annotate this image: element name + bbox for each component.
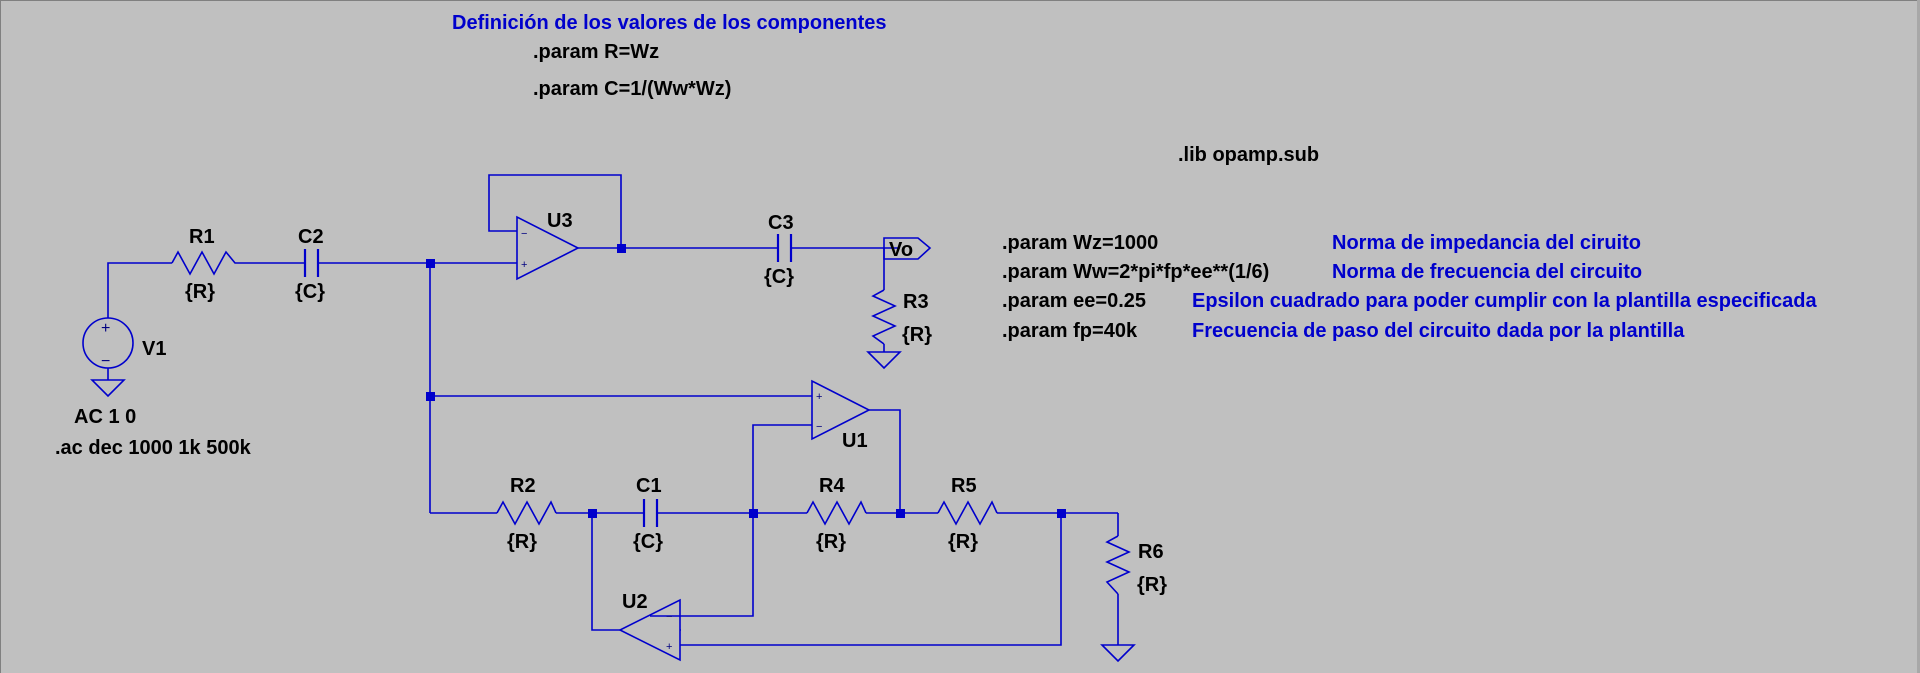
page-title[interactable]: Definición de los valores de los compone… [452,12,887,34]
u1-symbol [811,379,871,441]
r4-value[interactable]: {R} [816,531,846,553]
ground-symbols [90,351,1136,663]
v1-plus-mark: + [101,320,110,337]
u3-plus-mark: + [521,259,527,271]
c2-value[interactable]: {C} [295,281,325,303]
ground-icon-v1 [90,379,126,398]
u2-symbol [618,598,681,662]
r3-value[interactable]: {R} [902,324,932,346]
u1-minus-mark: − [816,421,822,433]
capacitors [303,234,793,527]
resistors [171,250,1131,595]
r4-symbol [806,500,867,526]
window-left-edge [0,0,1,673]
r1-symbol [171,250,241,276]
param-c-directive[interactable]: .param C=1/(Ww*Wz) [533,78,731,100]
window-top-edge [0,0,1920,1]
r2-name[interactable]: R2 [510,475,536,497]
v1-minus-mark: − [101,353,110,370]
param-fp-directive[interactable]: .param fp=40k [1002,320,1138,342]
lib-directive[interactable]: .lib opamp.sub [1178,144,1319,166]
r1-name[interactable]: R1 [189,226,215,248]
junctions [426,244,1066,518]
u3-symbol [516,215,580,281]
v1-symbol [82,317,134,369]
param-ww-comment[interactable]: Norma de frecuencia del circuito [1332,261,1642,283]
c2-name[interactable]: C2 [298,226,324,248]
r5-value[interactable]: {R} [948,531,978,553]
output-label: Vo [889,239,913,261]
r6-value[interactable]: {R} [1137,574,1167,596]
u1-name[interactable]: U1 [842,430,868,452]
c3-name[interactable]: C3 [768,212,794,234]
c3-value[interactable]: {C} [764,266,794,288]
v1-value[interactable]: AC 1 0 [74,406,136,428]
u1-plus-mark: + [816,391,822,403]
param-ee-comment[interactable]: Epsilon cuadrado para poder cumplir con … [1192,290,1817,312]
analysis-directive[interactable]: .ac dec 1000 1k 500k [55,437,252,459]
u2-plus-mark: + [666,641,672,653]
output-flag-icon [883,237,932,260]
r5-symbol [937,500,998,526]
v1-name[interactable]: V1 [142,338,166,360]
u2-name[interactable]: U2 [622,591,648,613]
r3-name[interactable]: R3 [903,291,929,313]
param-ee-directive[interactable]: .param ee=0.25 [1002,290,1146,312]
c1-value[interactable]: {C} [633,531,663,553]
wires [107,174,1119,646]
u2-minus-mark: − [666,611,672,623]
r5-name[interactable]: R5 [951,475,977,497]
r1-value[interactable]: {R} [185,281,215,303]
param-r-directive[interactable]: .param R=Wz [533,41,659,63]
r2-value[interactable]: {R} [507,531,537,553]
r2-symbol [496,500,557,526]
r6-symbol [1105,535,1131,595]
u3-name[interactable]: U3 [547,210,573,232]
ground-icon-r3 [866,351,902,370]
r3-symbol [871,289,897,345]
param-wz-comment[interactable]: Norma de impedancia del ciruito [1332,232,1641,254]
ground-icon-r6 [1100,644,1136,663]
u3-minus-mark: − [521,228,527,240]
r6-name[interactable]: R6 [1138,541,1164,563]
param-fp-comment[interactable]: Frecuencia de paso del circuito dada por… [1192,320,1685,342]
param-wz-directive[interactable]: .param Wz=1000 [1002,232,1158,254]
param-ww-directive[interactable]: .param Ww=2*pi*fp*ee**(1/6) [1002,261,1269,283]
c1-name[interactable]: C1 [636,475,662,497]
r4-name[interactable]: R4 [819,475,845,497]
window-right-edge [1917,0,1920,673]
opamps [516,215,871,662]
